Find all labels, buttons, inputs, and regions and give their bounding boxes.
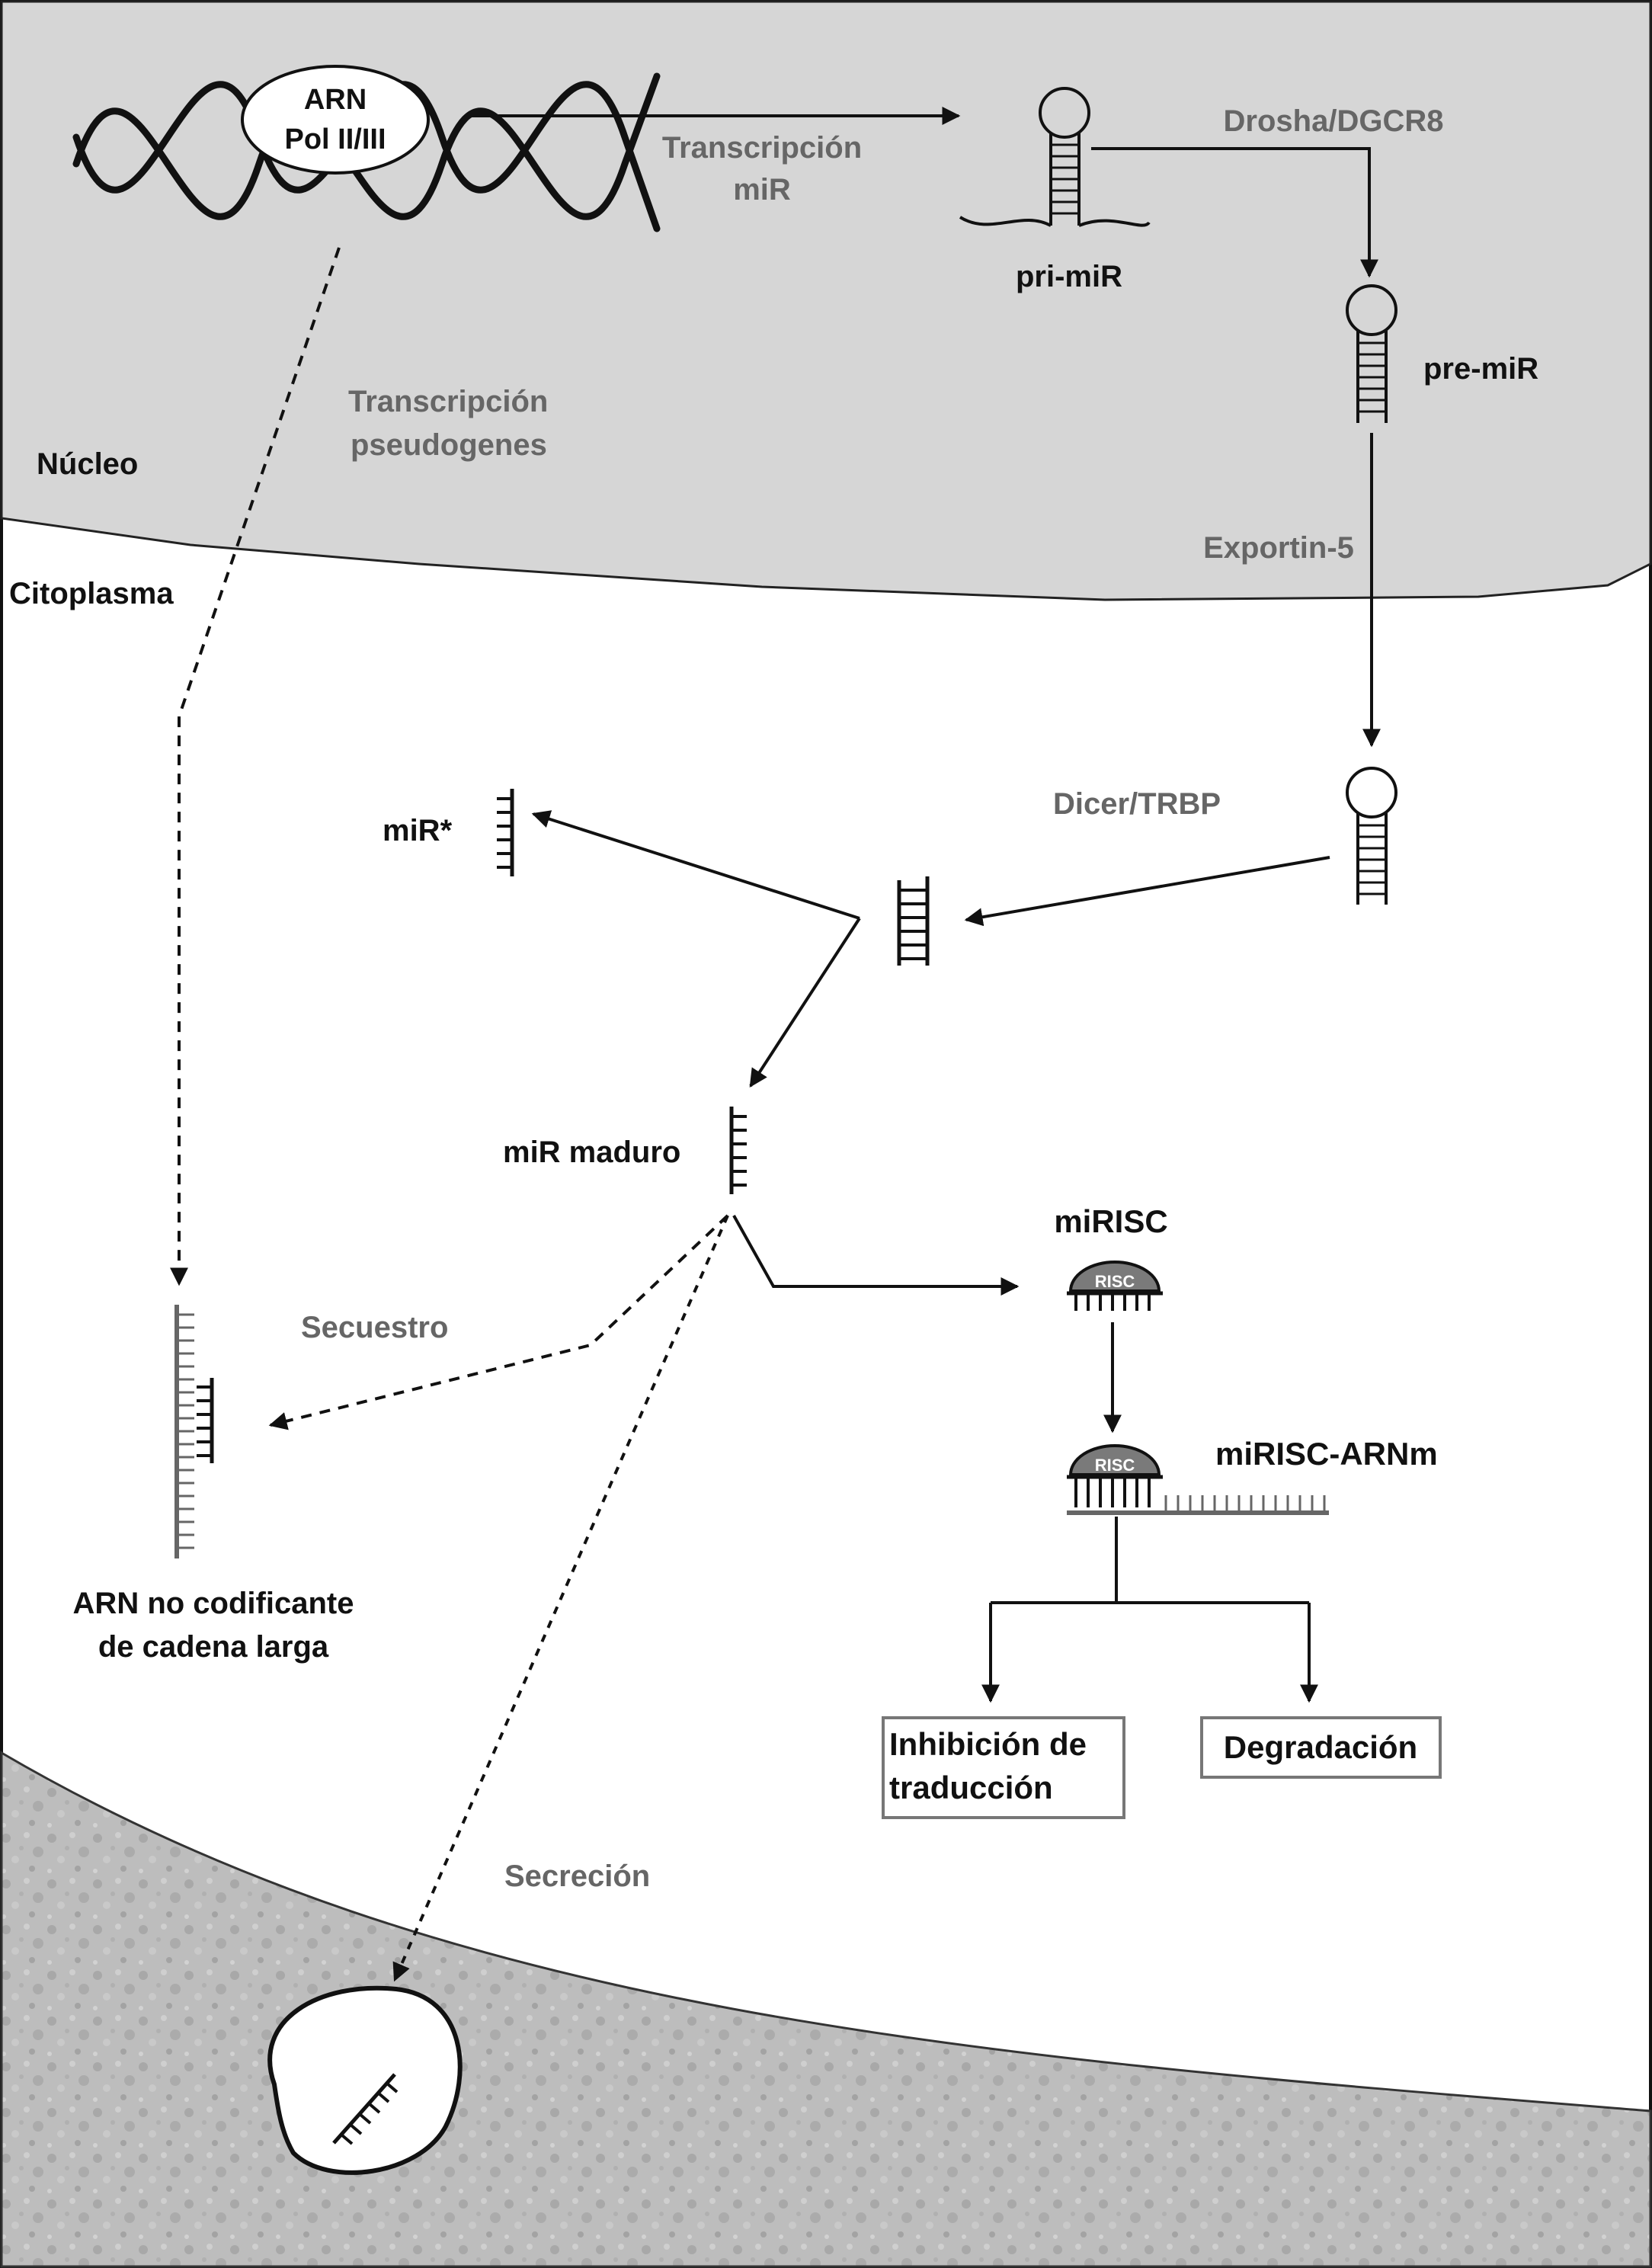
exportin-label: Exportin-5: [1203, 531, 1354, 565]
mir-star-arrow: [531, 810, 860, 920]
mirisc-mrna-label: miRISC-ARNm: [1215, 1436, 1438, 1472]
risc-mrna-complex-icon: [1067, 1444, 1329, 1515]
translation-inhibition-label-line2: traducción: [889, 1770, 1053, 1805]
transcription-mir-label-line1: Transcripción: [662, 131, 862, 165]
pri-mir-label: pri-miR: [1016, 260, 1122, 293]
dicer-label: Dicer/TRBP: [1053, 787, 1221, 821]
lncrna-strand-icon: [174, 1305, 194, 1558]
sequestration-label: Secuestro: [301, 1311, 448, 1344]
mature-mir-label: miR maduro: [503, 1136, 680, 1169]
nucleus-region: [0, 0, 1652, 601]
mature-mir-strand-icon: [729, 1107, 747, 1194]
cytoplasm-label: Citoplasma: [9, 577, 174, 610]
risc-tag-1: RISC: [1095, 1272, 1135, 1291]
secretion-arrow: [392, 1215, 729, 1982]
secretion-label: Secreción: [504, 1860, 650, 1893]
lncrna-label-line2: de cadena larga: [98, 1630, 329, 1664]
degradation-box: [1200, 1716, 1442, 1779]
translation-inhibition-box: [882, 1716, 1125, 1819]
risc-complex-icon: [1067, 1261, 1163, 1311]
drosha-arrow: [1091, 147, 1378, 278]
transcription-pseudogenes-label-line2: pseudogenes: [351, 428, 547, 462]
rna-pol-label-line2: Pol II/III: [284, 123, 386, 155]
sequestered-mir-icon: [197, 1378, 214, 1463]
rna-polymerase-ellipse: [241, 65, 430, 175]
mir-star-strand-icon: [497, 789, 514, 876]
mirisc-label: miRISC: [1054, 1203, 1167, 1239]
sequestration-arrow: [268, 1214, 729, 1430]
mature-mir-arrow: [749, 917, 861, 1088]
transcription-mir-label-line2: miR: [733, 173, 791, 207]
mirna-duplex-icon: [897, 876, 930, 966]
exosome-vesicle-icon: [267, 1985, 463, 2175]
rna-pol-label-line1: ARN: [304, 84, 367, 116]
drosha-label: Drosha/DGCR8: [1224, 104, 1444, 138]
lncrna-label-line1: ARN no codificante: [73, 1587, 354, 1620]
mirisc-loading-arrow: [732, 1215, 1020, 1296]
risc-tag-2: RISC: [1095, 1456, 1135, 1475]
degradation-label: Degradación: [1224, 1729, 1417, 1765]
dicer-arrow: [964, 856, 1330, 927]
outcome-branch-arrows: [981, 1517, 1318, 1703]
translation-inhibition-label-line1: Inhibición de: [889, 1726, 1087, 1762]
pre-mir-label: pre-miR: [1423, 352, 1538, 386]
transcription-pseudogenes-label-line1: Transcripción: [348, 385, 548, 418]
mir-star-label: miR*: [383, 814, 453, 847]
nucleus-label: Núcleo: [37, 447, 138, 481]
